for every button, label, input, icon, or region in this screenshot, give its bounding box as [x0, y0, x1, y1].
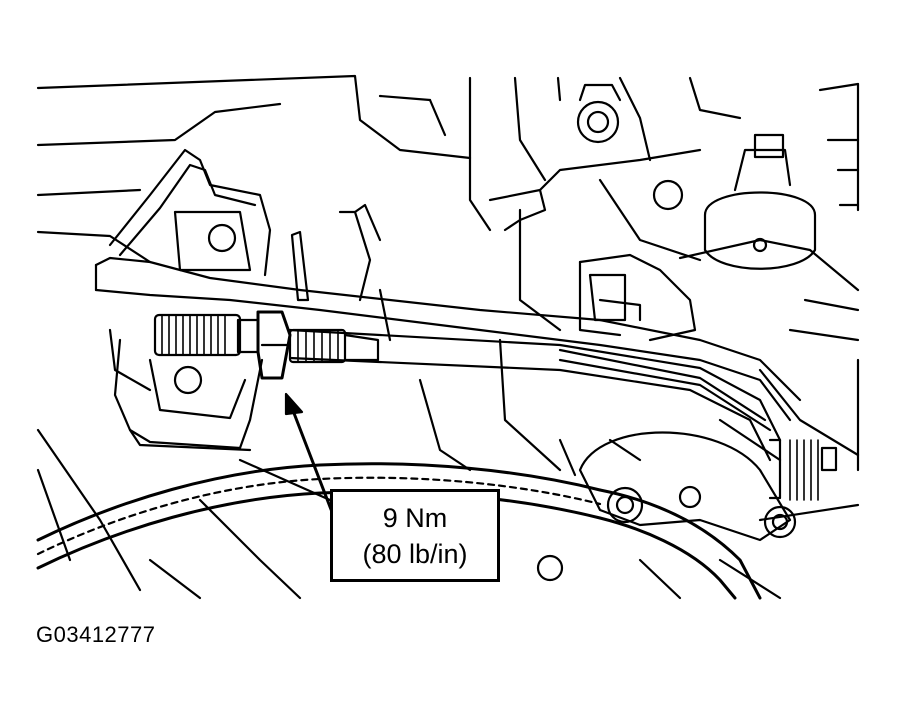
arrow-icon	[284, 392, 334, 514]
selector-lever	[536, 431, 838, 582]
background-linework	[36, 74, 860, 600]
upper-bracket	[108, 148, 382, 302]
figure-id: G03412777	[36, 622, 156, 647]
torque-value-nm: 9 Nm	[382, 502, 448, 533]
wire-harness	[36, 462, 762, 600]
torque-spec-callout: 9 Nm (80 lb/in)	[330, 489, 500, 582]
transmission-housing	[488, 83, 817, 342]
cable-adjuster	[153, 310, 380, 380]
shift-cable	[94, 256, 802, 462]
lower-bracket	[113, 338, 264, 452]
torque-value-lbin: (80 lb/in)	[362, 538, 468, 569]
